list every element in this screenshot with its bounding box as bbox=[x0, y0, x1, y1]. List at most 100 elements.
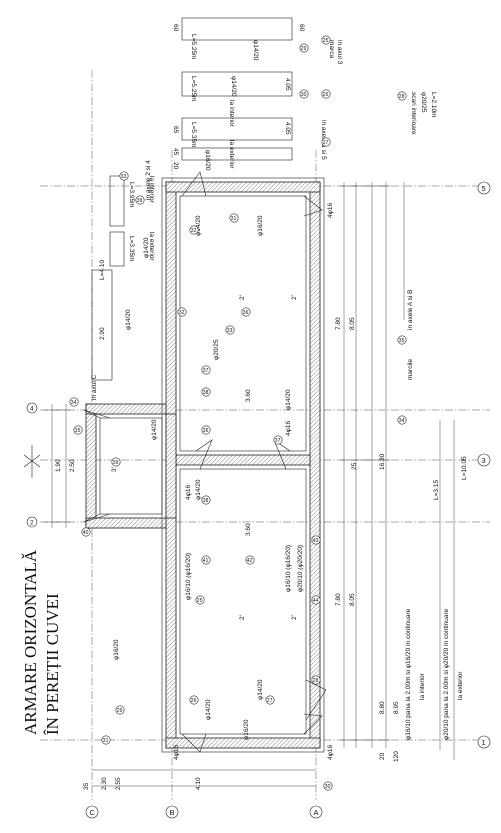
detail-la-exterior: la exterior bbox=[228, 140, 235, 169]
note-28-text: φ20/10 pana la 2.00m si φ20/20 in contin… bbox=[443, 608, 450, 740]
mark-bubble-number: 37 bbox=[203, 368, 209, 374]
mark-bubble-number: 43 bbox=[313, 538, 319, 544]
detail-60-a: 60 bbox=[172, 24, 179, 32]
bar-p14-20-g: φ14/20 bbox=[151, 419, 158, 440]
right-dimension-labels: 7.80 8.05 7.80 8.05 16.30 25 8.80 8.95 2… bbox=[335, 317, 400, 762]
bar-p14-20-b: φ14/20 bbox=[195, 215, 202, 236]
mark-bubble-number: 27 bbox=[323, 140, 329, 146]
mark-bubble-number: 27 bbox=[267, 698, 273, 704]
note-L315: L=3.15 bbox=[433, 480, 440, 500]
mark-bubble-ring bbox=[299, 89, 309, 99]
detail-la-interior: la interior bbox=[228, 100, 235, 128]
dim-780-lower: 7.80 bbox=[335, 593, 342, 606]
detail-p14-20-c: φ14/20 bbox=[125, 309, 132, 330]
mark-bubble-ring bbox=[245, 555, 255, 565]
detail-L525-b: L=5.25m bbox=[190, 76, 197, 101]
bar-p14-20-c: φ14/20 bbox=[285, 389, 292, 410]
dim-780-upper: 7.80 bbox=[335, 317, 342, 330]
title-line-2: ÎN PEREȚII CUVEI bbox=[43, 593, 62, 735]
dim-190: 1.90 bbox=[55, 459, 62, 472]
bar-p14-20-f: φ14/20 bbox=[257, 679, 264, 700]
mark-bubble-ring bbox=[115, 705, 125, 715]
detail-290: 2.90 bbox=[99, 327, 106, 340]
mark-bubble-ring bbox=[323, 781, 333, 791]
dim-120: 120 bbox=[393, 751, 400, 762]
mark-bubble-ring bbox=[225, 325, 235, 335]
mark-bubble-ring bbox=[397, 335, 407, 345]
mark-bubble-number: 29 bbox=[117, 708, 123, 714]
bar-2prime-a: 2' bbox=[239, 295, 246, 300]
bar-4p16-a: 4φ16 bbox=[285, 421, 292, 436]
axis-label-5: 5 bbox=[482, 184, 486, 193]
axis-label-2: 2 bbox=[30, 520, 34, 527]
mark-bubble-ring bbox=[311, 675, 321, 685]
mark-bubble-number: 36 bbox=[243, 310, 249, 316]
mark-bubble-ring bbox=[265, 695, 275, 705]
mark-bubble-ring bbox=[119, 171, 129, 181]
dim-895: 8.95 bbox=[393, 701, 400, 714]
mark-bubble-number: 38 bbox=[203, 390, 209, 396]
mark-bubble-number: 29 bbox=[301, 46, 307, 52]
detail-65: 65 bbox=[172, 126, 179, 134]
dim-230: 2.30 bbox=[101, 777, 108, 790]
dim-410: 4.10 bbox=[195, 777, 202, 790]
note-L210: L=2.10m bbox=[430, 92, 437, 117]
title-block: ARMARE ORIZONTALĂ ÎN PEREȚII CUVEI bbox=[21, 549, 62, 735]
dim-1630: 16.30 bbox=[379, 453, 386, 470]
note-marca: marca bbox=[328, 40, 335, 58]
bar-4p16-c: 4φ16 bbox=[327, 745, 334, 760]
detail-p14-20-b: φ14/20 bbox=[230, 76, 237, 97]
mark-bubble-ring bbox=[135, 195, 145, 205]
title-line-1: ARMARE ORIZONTALĂ bbox=[21, 549, 40, 735]
right-dimensions bbox=[340, 182, 455, 760]
mark-bubble-number: 33 bbox=[227, 328, 233, 334]
note-marcile: marcile bbox=[407, 359, 414, 380]
mark-bubble-ring bbox=[321, 89, 331, 99]
general-notes: φ16/10 pana la 2.00m si φ16/20 in contin… bbox=[405, 456, 468, 740]
bar-annotations: φ14/20 φ14/20 φ16/20 φ14/20 φ14/20 φ16/1… bbox=[111, 203, 334, 760]
marca-notes: marca in axul 3 in axele 1 si 5 in axele… bbox=[91, 40, 437, 400]
note-axele-a-b: in axele A si B bbox=[407, 290, 414, 330]
bar-p14-20-a: φ14/20 bbox=[143, 237, 150, 258]
bar-2prime-c: 2' bbox=[291, 295, 298, 300]
mark-bubble-ring bbox=[311, 535, 321, 545]
detail-L395: L=3.95m bbox=[128, 182, 135, 207]
detail-L410: L=4.10 bbox=[99, 260, 106, 280]
mark-bubble-ring bbox=[299, 43, 309, 53]
mark-bubble-ring bbox=[69, 397, 79, 407]
mark-bubble-number: 31 bbox=[103, 738, 109, 744]
dim-25: 25 bbox=[351, 462, 358, 470]
axis-label-b: B bbox=[170, 808, 175, 817]
detail-la-exterior-b: la exterior bbox=[148, 232, 155, 261]
mark-bubble-ring bbox=[201, 387, 211, 397]
detail-p16-20: φ16/20 bbox=[204, 150, 211, 171]
mark-bubble-number: 25 bbox=[323, 38, 329, 44]
mark-bubble-number: 35 bbox=[399, 338, 405, 344]
bar-4p16-d: 4φ16 bbox=[173, 745, 180, 760]
bar-p20-10-label: φ20/10 (φ20/20) bbox=[297, 545, 304, 592]
bar-p16-20-c: φ16/20 bbox=[113, 639, 120, 660]
bar-4p16-e: 4φ16 bbox=[185, 485, 192, 500]
note-25-text: φ16/10 pana la 2.00m si φ16/20 in contin… bbox=[405, 608, 412, 740]
note-axele-2-4: in axele 2 si 4 bbox=[145, 160, 152, 200]
mark-bubble-number: 31 bbox=[231, 216, 237, 222]
dim-20: 20 bbox=[379, 752, 386, 760]
mark-bubble-ring bbox=[195, 595, 205, 605]
mark-bubble-ring bbox=[201, 495, 211, 505]
mark-bubble-ring bbox=[177, 307, 187, 317]
mark-bubble-number: 42 bbox=[247, 558, 253, 564]
mark-bubble-ring bbox=[273, 435, 283, 445]
bar-3prime-a: 3' bbox=[111, 467, 118, 472]
axis-label-a: A bbox=[314, 808, 319, 817]
detail-L535: L=5.35m bbox=[190, 122, 197, 147]
detail-p14-20-a: φ14/20 bbox=[252, 40, 259, 61]
detail-405-b: 4.05 bbox=[284, 122, 291, 135]
mark-bubble-ring bbox=[321, 35, 331, 45]
dim-880: 8.80 bbox=[379, 701, 386, 714]
dim-805-lower: 8.05 bbox=[349, 593, 356, 606]
mark-bubble-ring bbox=[311, 595, 321, 605]
bar-p20-25-label: φ20/25 bbox=[213, 339, 220, 360]
bar-p16-20-a: φ16/20 bbox=[257, 215, 264, 236]
tank-walls bbox=[85, 181, 321, 749]
